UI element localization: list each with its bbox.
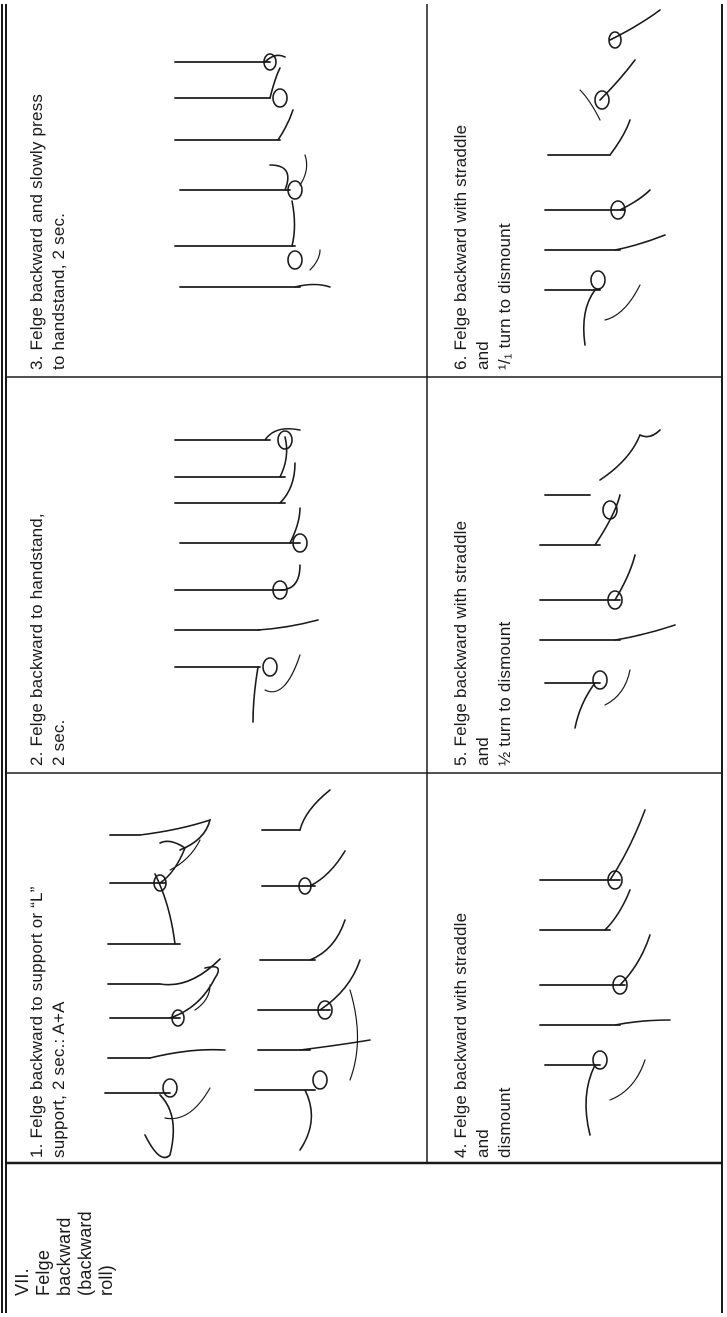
exercise-6-illustration (545, 10, 665, 345)
exercise-3-illustration (175, 54, 330, 287)
exercise-2-illustration (175, 429, 318, 722)
exercise-5-illustration (540, 430, 675, 728)
exercise-1-illustration (105, 790, 370, 1158)
exercise-4-illustration (540, 810, 670, 1135)
